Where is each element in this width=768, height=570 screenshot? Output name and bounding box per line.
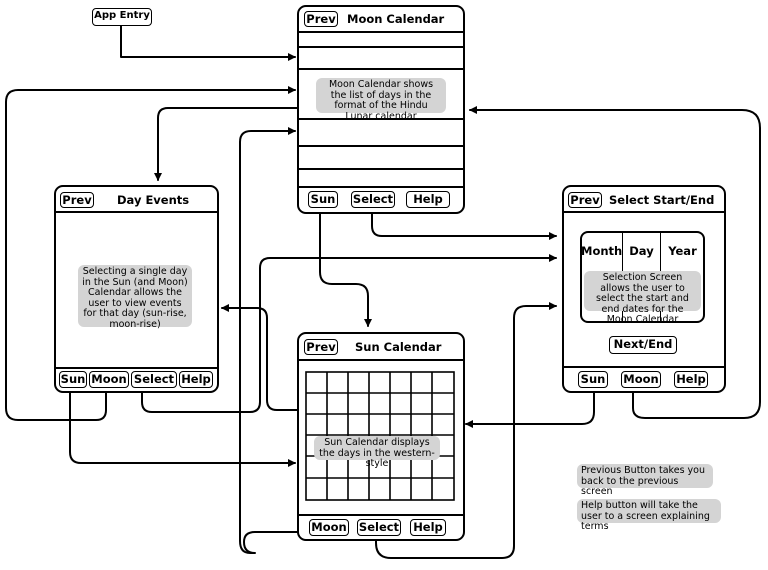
moon-calendar-note: Moon Calendar shows the list of days in … — [316, 78, 446, 121]
day-sun-button[interactable]: Sun — [59, 371, 87, 388]
sun-footer-divider — [299, 514, 463, 516]
month-column[interactable]: Month — [581, 244, 623, 258]
arrow-moon-to-day-events — [154, 107, 298, 181]
moon-calendar-title: Moon Calendar — [347, 12, 445, 26]
moon-list-line — [299, 118, 463, 120]
moon-list-line — [299, 145, 463, 147]
arrow-moon-select-to-select — [371, 211, 557, 240]
day-moon-button[interactable]: Moon — [89, 371, 129, 388]
moon-list-line — [299, 31, 463, 33]
day-events-title: Day Events — [117, 193, 190, 207]
prev-button-legend: Previous Button takes you back to the pr… — [577, 464, 713, 497]
select-start-end-title: Select Start/End — [609, 193, 715, 207]
moon-sun-button[interactable]: Sun — [308, 191, 338, 208]
moon-list-line — [299, 46, 463, 48]
moon-help-button[interactable]: Help — [406, 191, 450, 208]
moon-select-button[interactable]: Select — [351, 191, 395, 208]
arrow-moon-sun-to-sun — [319, 211, 372, 327]
select-footer-divider — [564, 366, 724, 368]
date-picker-frame — [580, 231, 705, 323]
moon-list-line — [299, 186, 463, 188]
moon-prev-button[interactable]: Prev — [304, 11, 338, 27]
next-end-button[interactable]: Next/End — [609, 336, 677, 354]
app-entry-label: App Entry — [92, 8, 152, 26]
select-header-divider — [564, 211, 724, 213]
day-footer-divider — [56, 367, 217, 369]
arrow-day-select-to-select — [141, 254, 557, 413]
day-header-divider — [56, 211, 217, 213]
day-events-note: Selecting a single day in the Sun (and M… — [78, 265, 192, 329]
year-column[interactable]: Year — [668, 244, 697, 258]
sun-calendar-title: Sun Calendar — [355, 340, 442, 354]
arrow-day-moon-to-moon — [5, 86, 296, 421]
select-sun-button[interactable]: Sun — [578, 371, 608, 388]
day-column[interactable]: Day — [629, 244, 654, 258]
sun-select-button[interactable]: Select — [357, 519, 401, 536]
sun-header-divider — [299, 359, 463, 361]
day-help-button[interactable]: Help — [179, 371, 213, 388]
arrow-select-moon-to-moon — [469, 106, 761, 419]
day-select-button[interactable]: Select — [131, 371, 177, 388]
sun-calendar-note: Sun Calendar displays the days in the we… — [314, 436, 440, 469]
help-button-legend: Help button will take the user to a scre… — [577, 499, 721, 532]
arrow-entry-to-moon — [120, 24, 296, 61]
select-moon-button[interactable]: Moon — [621, 371, 661, 388]
sun-prev-button[interactable]: Prev — [304, 339, 338, 355]
sun-moon-button[interactable]: Moon — [309, 519, 349, 536]
select-prev-button[interactable]: Prev — [568, 192, 602, 208]
arrow-select-sun-to-sun — [465, 392, 595, 428]
arrow-day-sun-to-sun — [69, 392, 296, 467]
sun-help-button[interactable]: Help — [410, 519, 446, 536]
moon-list-line — [299, 168, 463, 170]
arrow-sun-cell-to-day — [221, 304, 325, 411]
select-screen-note: Selection Screen allows the user to sele… — [584, 271, 701, 325]
select-help-button[interactable]: Help — [674, 371, 708, 388]
day-prev-button[interactable]: Prev — [60, 192, 94, 208]
arrow-sun-select-to-select — [375, 302, 557, 559]
moon-list-line — [299, 68, 463, 70]
arrow-sun-moon-to-moon — [239, 127, 298, 554]
